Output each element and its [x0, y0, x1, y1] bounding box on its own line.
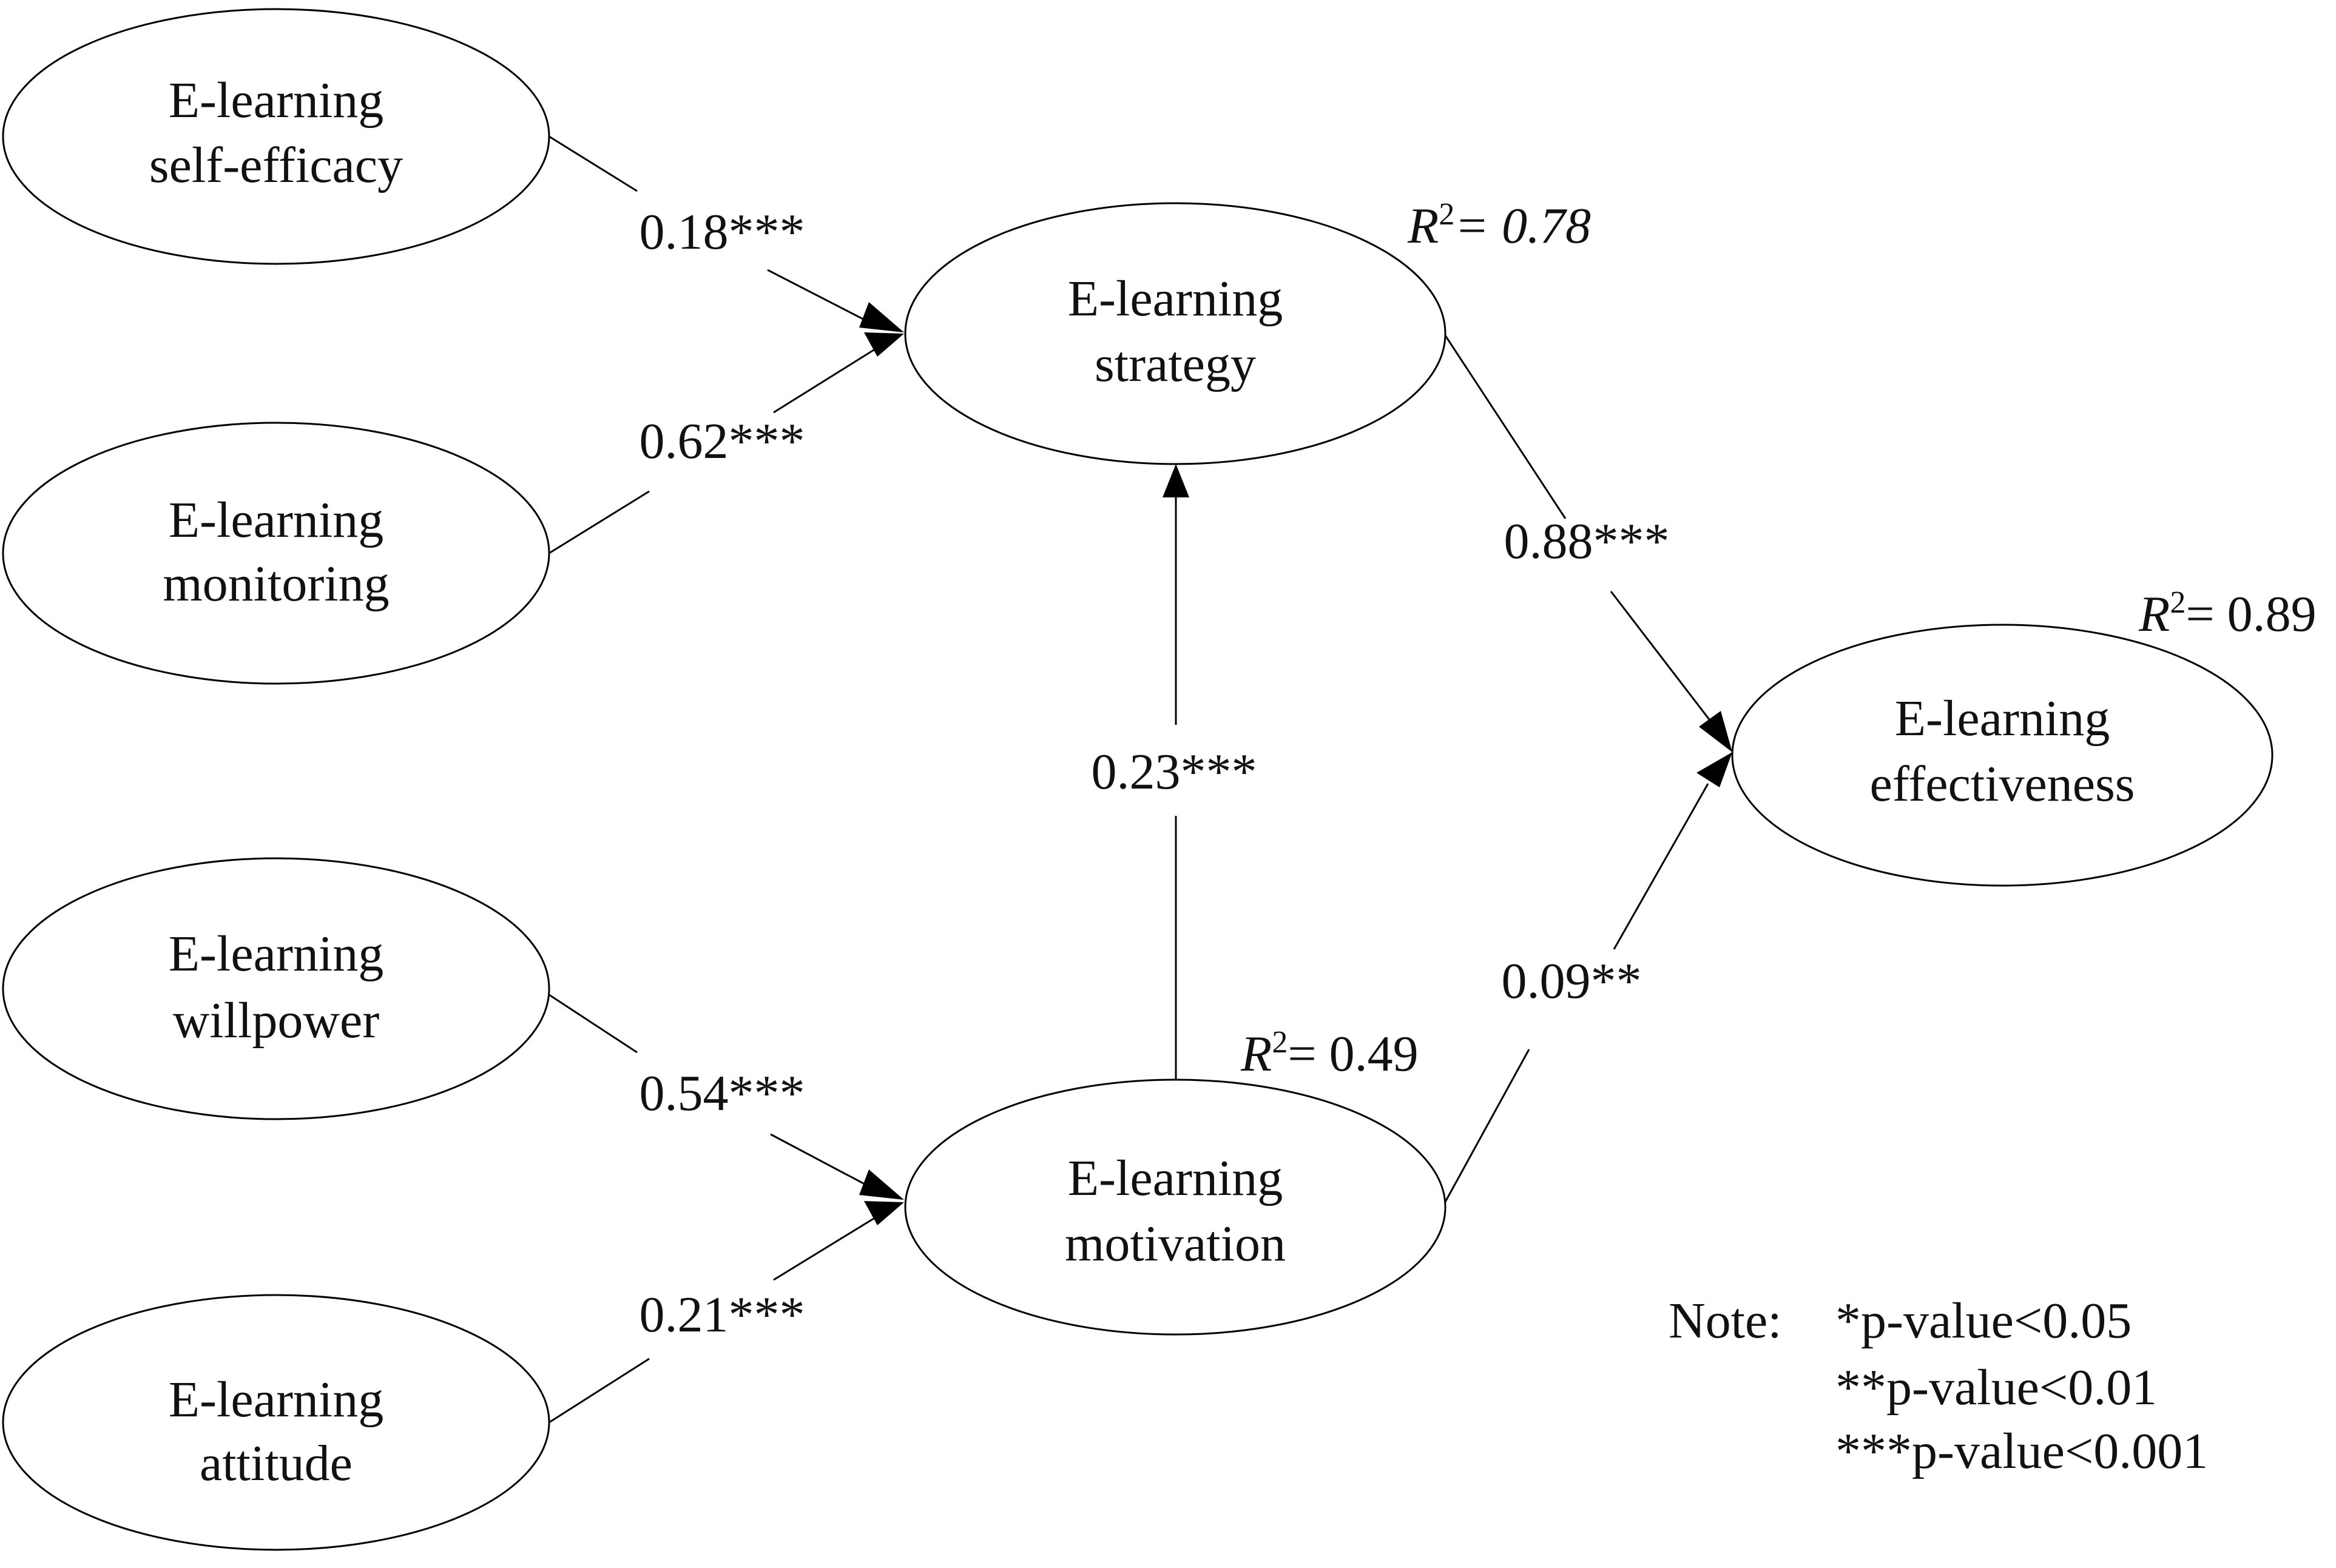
- node-motivation-line2: motivation: [1065, 1216, 1286, 1272]
- edge-monitoring-to-strategy: [549, 490, 650, 554]
- arrowhead-effectiveness-from-strategy: [1699, 711, 1732, 752]
- note-label: Note:: [1669, 1293, 1782, 1349]
- node-monitoring: E-learning monitoring: [2, 422, 550, 685]
- arrowhead-strategy-from-motivation: [1163, 464, 1189, 497]
- coef-strategy-to-effectiveness: 0.88***: [1504, 513, 1670, 570]
- node-monitoring-line2: monitoring: [163, 556, 389, 612]
- node-willpower-line1: E-learning: [169, 926, 384, 982]
- arrowhead-effectiveness-from-motivation: [1696, 752, 1732, 787]
- note-line1: *p-value<0.05: [1835, 1293, 2132, 1349]
- edge-willpower-to-motivation-tail: [770, 1133, 874, 1190]
- r2-motivation-value: = 0.49: [1288, 1026, 1418, 1082]
- significance-note: Note: *p-value<0.05 **p-value<0.01 ***p-…: [1669, 1293, 2208, 1479]
- r2-strategy-value: = 0.78: [1454, 198, 1591, 254]
- r2-motivation-symbol: R: [1240, 1026, 1272, 1082]
- arrowhead-motivation-from-attitude: [864, 1201, 904, 1225]
- arrowhead-strategy-from-monitoring: [864, 332, 904, 357]
- arrowhead-motivation-from-willpower: [859, 1169, 904, 1200]
- r2-strategy: R2= 0.78: [1407, 197, 1591, 254]
- node-effectiveness-line2: effectiveness: [1870, 756, 2135, 812]
- node-motivation: E-learning motivation: [904, 1078, 1446, 1336]
- node-willpower-line2: willpower: [173, 992, 380, 1049]
- node-effectiveness-line1: E-learning: [1895, 690, 2110, 747]
- edge-strategy-to-effectiveness-head: [1610, 591, 1712, 722]
- coef-monitoring-to-strategy: 0.62***: [640, 413, 805, 469]
- r2-effectiveness-symbol: R: [2138, 586, 2170, 642]
- edge-willpower-to-motivation: [549, 994, 638, 1054]
- node-strategy-line1: E-learning: [1068, 271, 1283, 327]
- r2-strategy-sup: 2: [1439, 197, 1454, 232]
- r2-motivation: R2= 0.49: [1240, 1025, 1419, 1082]
- coef-willpower-to-motivation: 0.54***: [640, 1065, 805, 1122]
- node-attitude: E-learning attitude: [2, 1294, 550, 1551]
- node-motivation-line1: E-learning: [1068, 1150, 1283, 1206]
- edge-self-efficacy-to-strategy: [549, 135, 638, 192]
- edge-attitude-to-motivation: [549, 1358, 650, 1424]
- r2-strategy-symbol: R: [1407, 198, 1439, 254]
- edge-monitoring-to-strategy-head: [773, 346, 879, 414]
- node-strategy-line2: strategy: [1095, 336, 1256, 392]
- note-line2: **p-value<0.01: [1835, 1359, 2157, 1416]
- r-squared-labels: R2= 0.78 R2= 0.49 R2= 0.89: [1240, 197, 2317, 1082]
- note-line3: ***p-value<0.001: [1835, 1423, 2208, 1479]
- arrowhead-strategy-from-self-efficacy: [859, 302, 904, 332]
- coef-self-efficacy-to-strategy: 0.18***: [640, 204, 805, 260]
- node-self-efficacy: E-learning self-efficacy: [2, 8, 550, 265]
- node-monitoring-line1: E-learning: [169, 492, 384, 548]
- edge-motivation-to-effectiveness-head: [1613, 783, 1709, 950]
- node-self-efficacy-line1: E-learning: [169, 72, 384, 129]
- node-effectiveness: E-learning effectiveness: [1731, 624, 2274, 887]
- edges: [549, 135, 1732, 1424]
- path-coefficients: 0.18*** 0.62*** 0.23*** 0.54*** 0.21*** …: [640, 204, 1670, 1343]
- node-strategy: E-learning strategy: [904, 202, 1446, 465]
- r2-motivation-sup: 2: [1272, 1025, 1288, 1060]
- node-attitude-line2: attitude: [200, 1435, 353, 1492]
- coef-motivation-to-strategy: 0.23***: [1092, 744, 1257, 800]
- node-willpower: E-learning willpower: [2, 857, 550, 1120]
- edge-strategy-to-effectiveness: [1443, 333, 1567, 519]
- coef-motivation-to-effectiveness: 0.09**: [1502, 953, 1642, 1009]
- node-self-efficacy-line2: self-efficacy: [149, 137, 403, 193]
- r2-effectiveness: R2= 0.89: [2138, 585, 2317, 642]
- coef-attitude-to-motivation: 0.21***: [640, 1287, 805, 1343]
- r2-effectiveness-value: = 0.89: [2186, 586, 2316, 642]
- node-attitude-line1: E-learning: [169, 1371, 384, 1428]
- r2-effectiveness-sup: 2: [2170, 585, 2186, 620]
- edge-attitude-to-motivation-head: [773, 1214, 879, 1281]
- edge-self-efficacy-to-strategy-tail: [767, 269, 874, 326]
- edge-motivation-to-effectiveness: [1443, 1049, 1530, 1205]
